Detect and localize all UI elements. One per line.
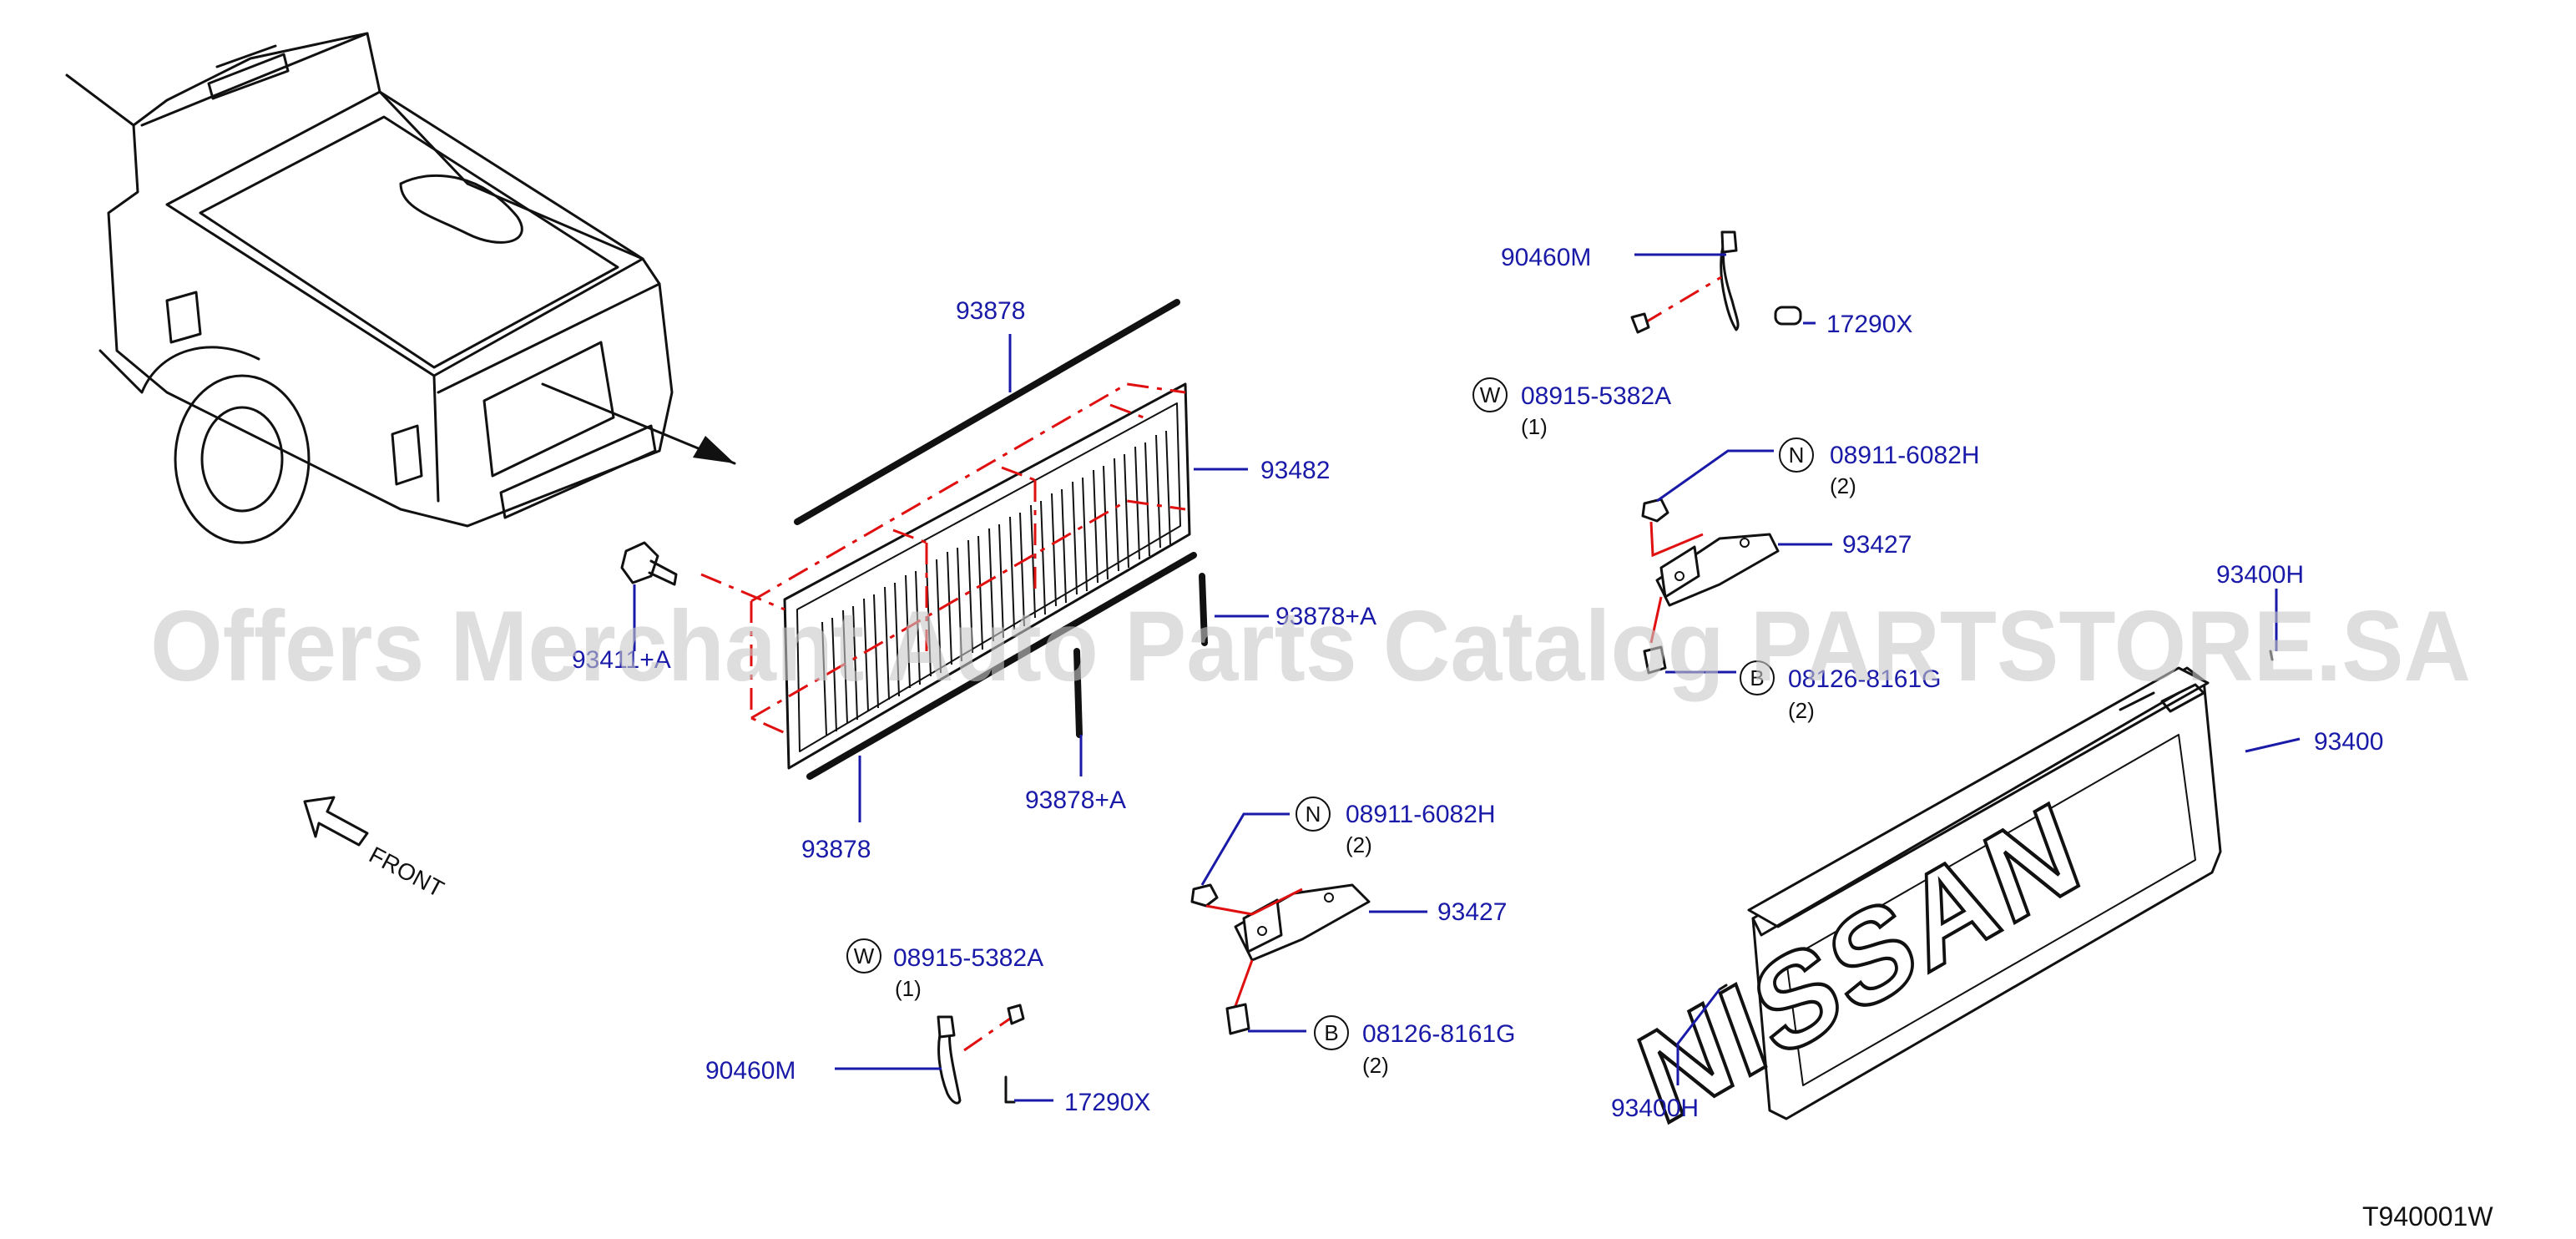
label-hinge-bottom: 93427 — [1437, 898, 1507, 926]
label-washer-bottom: 08915-5382A — [893, 944, 1043, 972]
badge-washer-bottom: W — [846, 938, 881, 974]
label-protector-top: 93878 — [956, 297, 1025, 325]
lower-hinge-assembly — [1190, 883, 1371, 1035]
qty-bolt-bottom: (2) — [1362, 1053, 1389, 1078]
front-direction-indicator: FRONT — [303, 796, 448, 903]
label-protector-bottom: 93878 — [801, 836, 871, 863]
label-nut-bottom: 08911-6082H — [1346, 801, 1496, 828]
label-pin-bottom: 93400H — [1611, 1095, 1699, 1122]
label-clip-top: 17290X — [1826, 311, 1912, 338]
label-bolt-bottom: 08126-8161G — [1362, 1020, 1516, 1048]
svg-text:B: B — [1324, 1020, 1338, 1045]
tailgate-shell: NISSAN — [1621, 650, 2274, 1155]
qty-washer-top: (1) — [1521, 414, 1548, 439]
qty-washer-bottom: (1) — [895, 976, 922, 1001]
svg-text:N: N — [1789, 442, 1805, 468]
label-protector-side-b: 93878+A — [1025, 786, 1126, 814]
svg-text:W: W — [854, 943, 875, 968]
badge-bolt-top: B — [1740, 660, 1775, 695]
svg-text:N: N — [1306, 802, 1321, 827]
label-cable-top: 90460M — [1501, 244, 1591, 271]
liner-ribs — [821, 430, 1171, 736]
label-pin-top: 93400H — [2216, 561, 2304, 589]
label-tailgate: 93400 — [2314, 728, 2383, 756]
side-bolt — [620, 541, 678, 586]
badge-bolt-bottom: B — [1314, 1015, 1349, 1050]
truck-illustration — [65, 32, 736, 544]
diagram-code: T940001W — [2362, 1201, 2493, 1231]
label-hinge-top: 93427 — [1842, 531, 1912, 559]
part-labels: 93878 93482 93878+A 93411+A 93878+A 9387… — [572, 244, 2383, 1122]
label-washer-top: 08915-5382A — [1521, 382, 1671, 410]
upper-hinge-assembly — [1641, 498, 1780, 675]
label-clip-bottom: 17290X — [1064, 1089, 1150, 1116]
label-protector-side-a: 93878+A — [1275, 603, 1376, 630]
upper-cable-assembly — [1630, 230, 1802, 334]
badge-nut-bottom: N — [1296, 796, 1331, 832]
label-liner: 93482 — [1260, 457, 1330, 484]
lower-cable-assembly — [937, 1004, 1025, 1105]
tailgate-protector-assembly — [700, 299, 1208, 780]
qty-nut-top: (2) — [1830, 473, 1856, 498]
qty-bolt-top: (2) — [1788, 698, 1815, 723]
watermark-text: Offers Merchant Auto Parts Catalog PARTS… — [150, 590, 2471, 702]
label-bolt-top: 08126-8161G — [1788, 665, 1942, 693]
label-nut-top: 08911-6082H — [1830, 442, 1980, 469]
qty-nut-bottom: (2) — [1346, 832, 1372, 857]
label-cable-bottom: 90460M — [705, 1057, 796, 1085]
badge-washer-top: W — [1472, 377, 1508, 412]
svg-text:B: B — [1750, 665, 1764, 690]
leader-lines — [633, 253, 2301, 1102]
front-label: FRONT — [365, 842, 448, 903]
svg-text:W: W — [1480, 382, 1501, 407]
badge-nut-top: N — [1779, 437, 1814, 473]
label-bolt-left: 93411+A — [572, 646, 671, 674]
